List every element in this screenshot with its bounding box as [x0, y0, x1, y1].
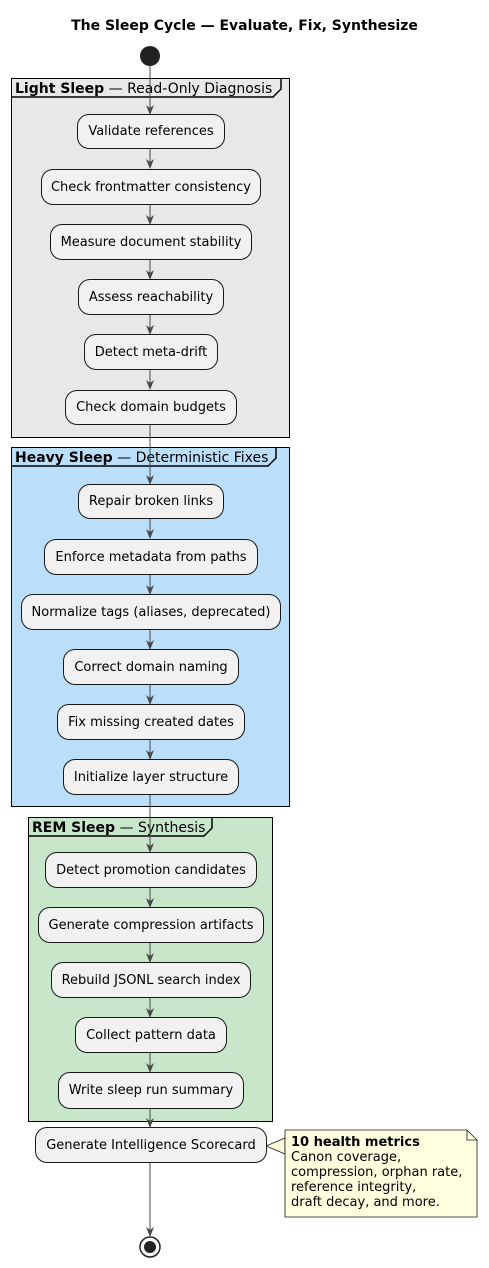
step-fix-missing-created-dates: Fix missing created dates: [57, 704, 245, 740]
note-title: 10 health metrics: [291, 1135, 420, 1150]
step-initialize-layer-structure: Initialize layer structure: [63, 759, 239, 795]
step-correct-domain-naming: Correct domain naming: [63, 649, 239, 685]
note-connector: [264, 1137, 286, 1155]
step-validate-references: Validate references: [77, 114, 225, 149]
step-enforce-metadata-from-paths: Enforce metadata from paths: [44, 539, 258, 575]
step-assess-reachability: Assess reachability: [78, 279, 224, 315]
partition-rem-sleep-name: REM Sleep: [32, 820, 116, 836]
note-health-metrics: 10 health metrics Canon coverage, compre…: [285, 1130, 479, 1218]
step-check-frontmatter-consistency: Check frontmatter consistency: [41, 169, 261, 205]
note-shape: [284, 1129, 478, 1218]
partition-rem-sleep-tab: REM Sleep — Synthesis: [29, 818, 209, 838]
note-line: compression, orphan rate,: [291, 1165, 463, 1180]
step-collect-pattern-data: Collect pattern data: [75, 1017, 227, 1053]
step-check-domain-budgets: Check domain budgets: [65, 390, 237, 425]
partition-rem-sleep-tab-outline: [28, 817, 213, 837]
partition-heavy-sleep-subtitle: — Deterministic Fixes: [112, 450, 269, 466]
partition-light-sleep-name: Light Sleep: [15, 81, 105, 97]
partition-rem-sleep-subtitle: — Synthesis: [115, 820, 206, 836]
step-normalize-tags: Normalize tags (aliases, deprecated): [21, 594, 281, 630]
start-node: [140, 46, 160, 66]
note-line: reference integrity,: [291, 1180, 417, 1195]
step-detect-promotion-candidates: Detect promotion candidates: [45, 852, 257, 888]
note-line: draft decay, and more.: [291, 1195, 440, 1210]
step-write-sleep-run-summary: Write sleep run summary: [58, 1072, 244, 1109]
step-repair-broken-links: Repair broken links: [78, 484, 224, 519]
step-generate-intelligence-scorecard: Generate Intelligence Scorecard: [35, 1127, 267, 1163]
step-generate-compression-artifacts: Generate compression artifacts: [38, 907, 264, 943]
partition-heavy-sleep-tab: Heavy Sleep — Deterministic Fixes: [12, 448, 272, 468]
step-measure-document-stability: Measure document stability: [50, 224, 252, 260]
diagram-title: The Sleep Cycle — Evaluate, Fix, Synthes…: [71, 18, 418, 34]
step-detect-meta-drift: Detect meta-drift: [84, 334, 218, 370]
step-rebuild-jsonl-search-index: Rebuild JSONL search index: [51, 962, 251, 998]
partition-light-sleep-tab-outline: [11, 78, 282, 98]
note-line: Canon coverage,: [291, 1150, 402, 1165]
partition-heavy-sleep-name: Heavy Sleep: [15, 450, 113, 466]
partition-heavy-sleep-tab-outline: [11, 447, 277, 467]
end-node-inner: [144, 1241, 156, 1253]
